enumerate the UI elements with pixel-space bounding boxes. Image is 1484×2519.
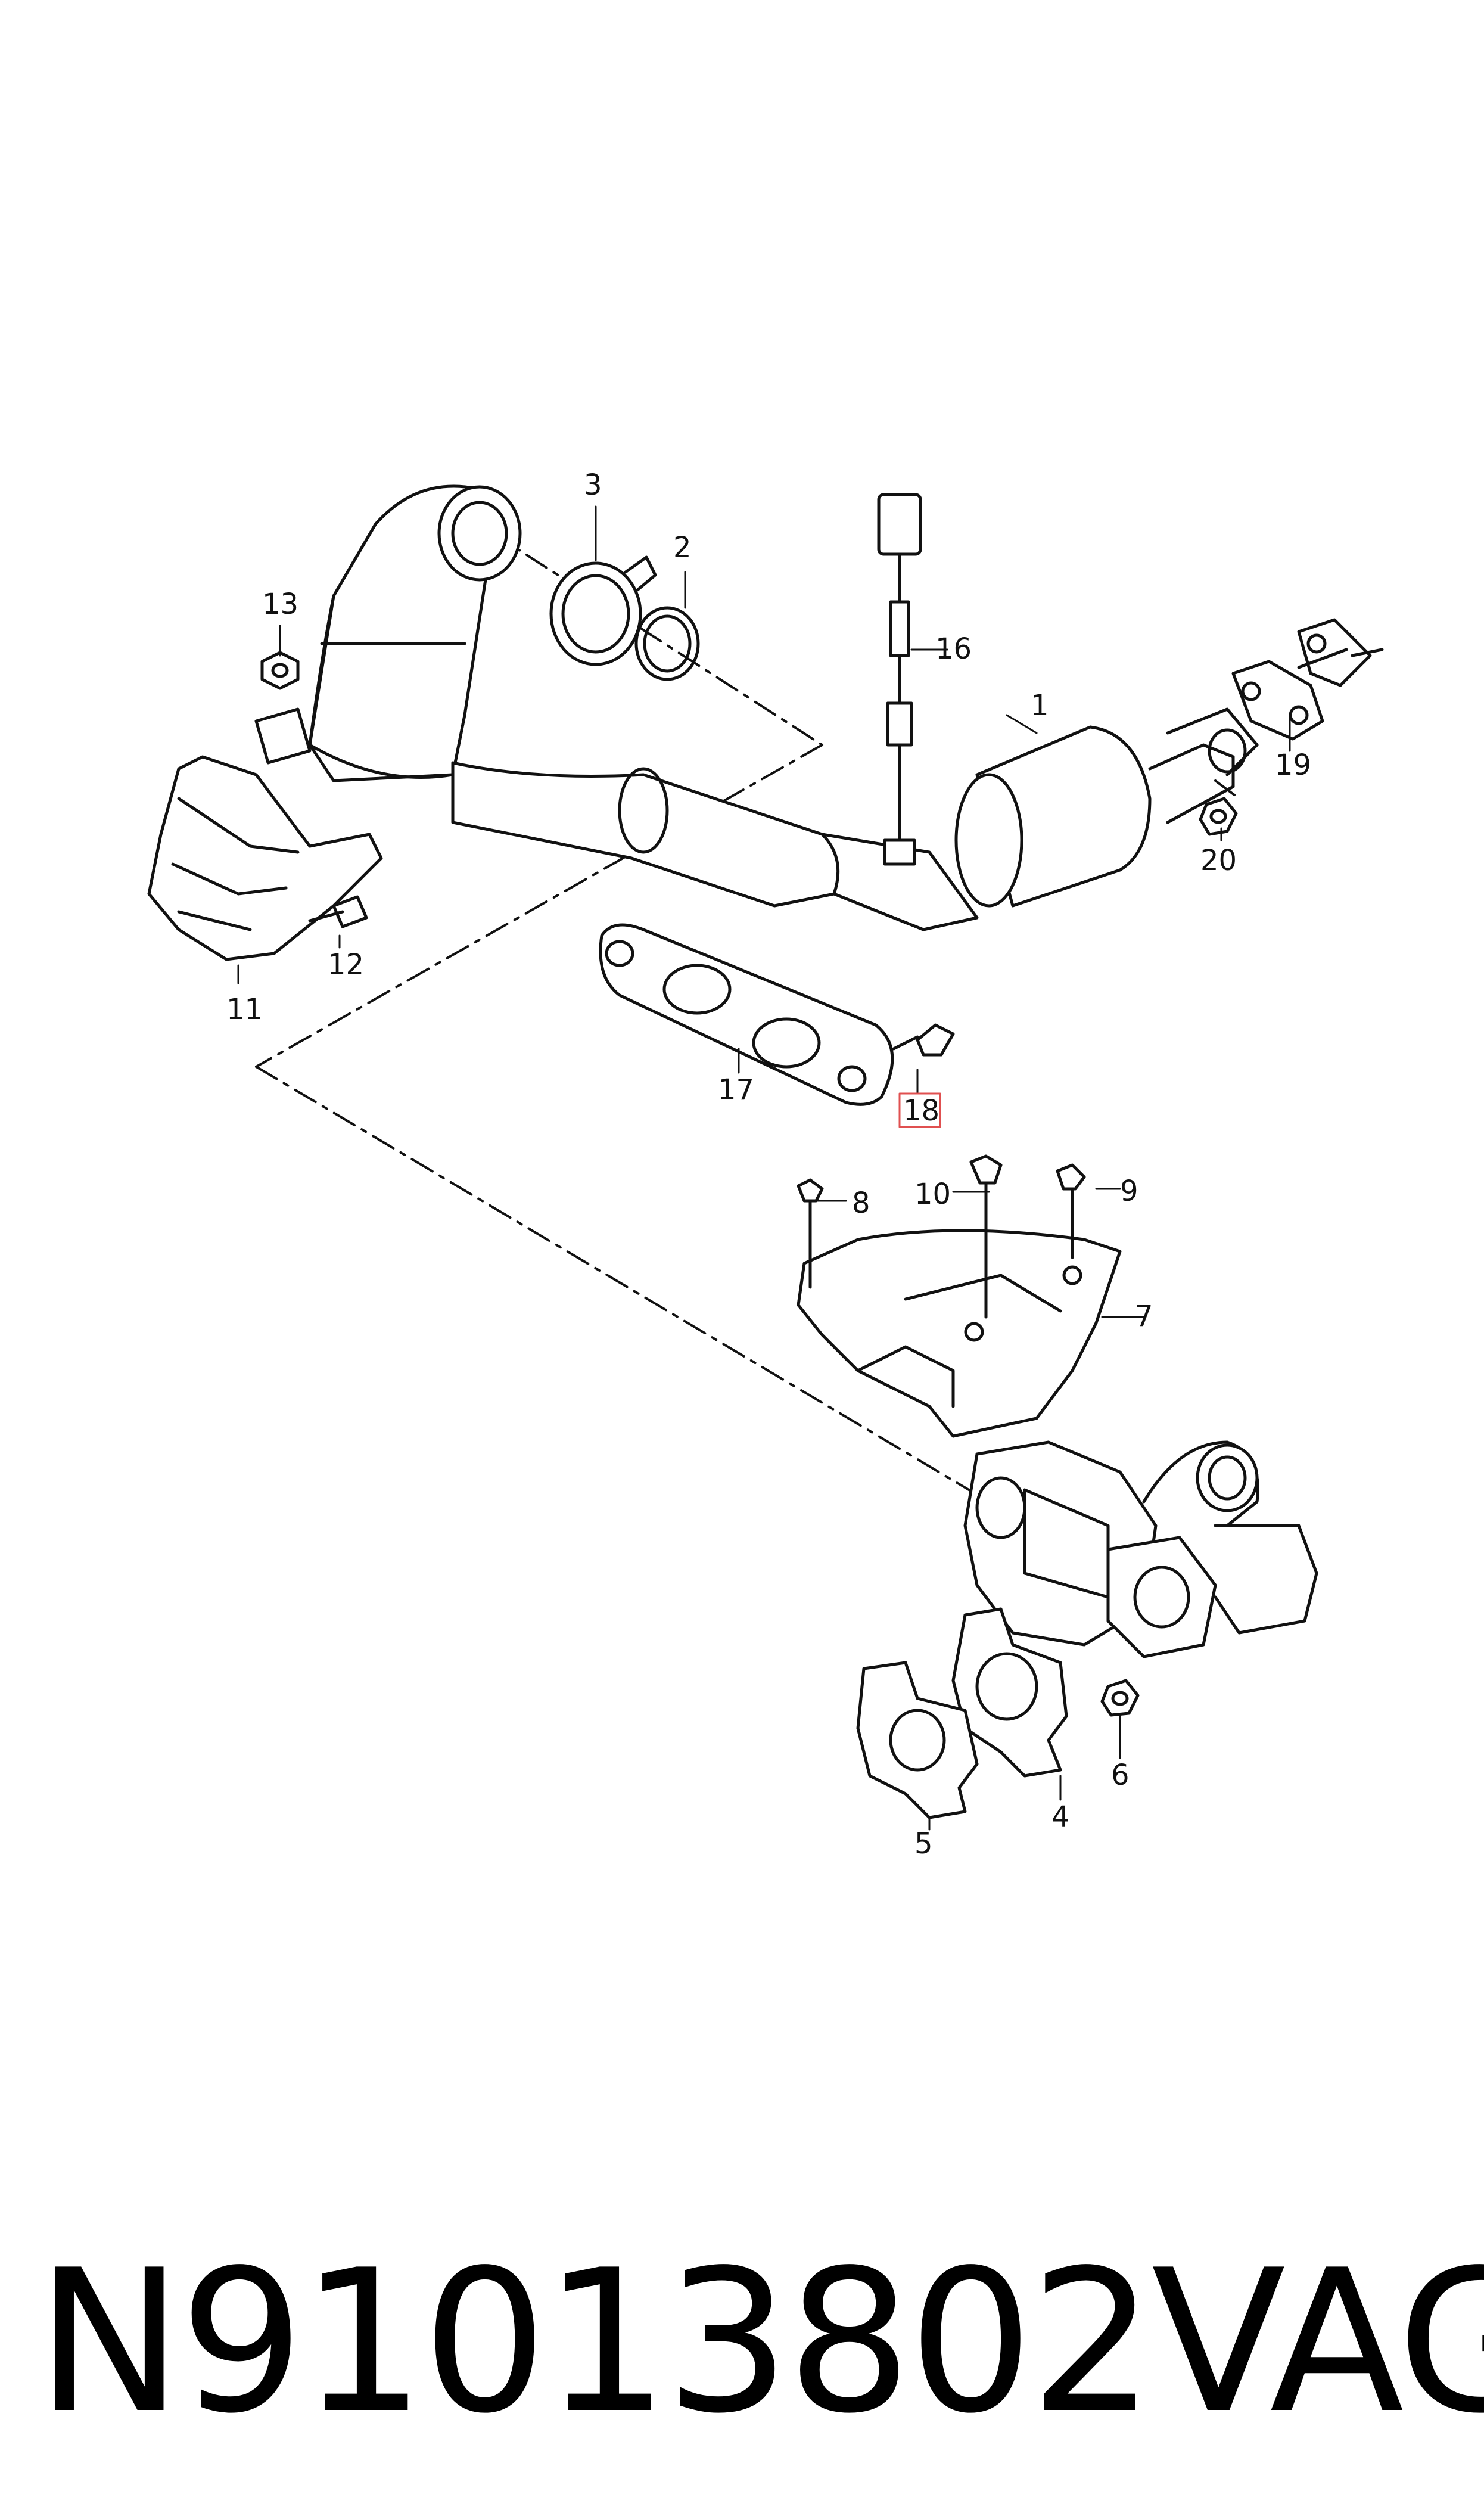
callout-7[interactable]: 7 xyxy=(1135,1300,1153,1333)
callout-6[interactable]: 6 xyxy=(1111,1759,1130,1792)
callout-3[interactable]: 3 xyxy=(584,468,602,502)
callout-9[interactable]: 9 xyxy=(1120,1175,1138,1208)
bolt-10 xyxy=(969,1154,1003,1319)
main-catalytic-converter xyxy=(954,707,1259,908)
callout-8[interactable]: 8 xyxy=(852,1186,870,1220)
callout-18[interactable]: 18 xyxy=(903,1094,939,1128)
bolt-8 xyxy=(797,1178,824,1289)
exploded-parts-diagram: 1 2 3 4 5 6 7 8 9 10 11 12 13 16 17 18 1… xyxy=(147,468,1384,1860)
flange-gasket-19 xyxy=(1231,618,1384,741)
nut-20 xyxy=(1199,797,1238,836)
callout-5[interactable]: 5 xyxy=(914,1827,933,1860)
turbocharger xyxy=(963,1440,1318,1658)
bolt-18 xyxy=(892,1023,955,1057)
callout-18-highlight xyxy=(898,1092,941,1128)
callout-1[interactable]: 1 xyxy=(1031,689,1049,722)
brand-name: VAG xyxy=(1151,2228,1484,2456)
turbo-heat-shield xyxy=(797,1229,1122,1438)
callout-12[interactable]: 12 xyxy=(328,948,364,981)
callout-10[interactable]: 10 xyxy=(914,1178,951,1211)
part-number: N91013802 xyxy=(36,2228,1155,2456)
exhaust-gas-sensor xyxy=(877,493,922,866)
callout-4[interactable]: 4 xyxy=(1051,1800,1070,1834)
footer: N91013802 VAG xyxy=(36,2217,1484,2467)
callout-19[interactable]: 19 xyxy=(1275,748,1311,782)
callout-11[interactable]: 11 xyxy=(226,993,263,1026)
bolt-12 xyxy=(308,895,368,928)
callout-labels: 1 2 3 4 5 6 7 8 9 10 11 12 13 16 17 18 1… xyxy=(226,468,1311,1860)
callout-16[interactable]: 16 xyxy=(935,632,972,666)
heat-shield-bracket xyxy=(147,707,383,961)
seal-ring xyxy=(634,606,700,681)
callout-2[interactable]: 2 xyxy=(673,531,692,564)
clamp xyxy=(549,555,657,666)
pipe-gasket-17 xyxy=(599,923,894,1106)
callout-13[interactable]: 13 xyxy=(262,588,298,621)
front-catalytic-converter xyxy=(308,484,979,931)
callout-20[interactable]: 20 xyxy=(1200,844,1237,877)
leader-lines xyxy=(237,505,1291,1831)
bolt-9 xyxy=(1056,1163,1086,1259)
turbo-gasket-5 xyxy=(856,1661,979,1819)
nut-6 xyxy=(1100,1679,1140,1717)
callout-17[interactable]: 17 xyxy=(718,1073,754,1107)
nut-13 xyxy=(260,651,300,690)
